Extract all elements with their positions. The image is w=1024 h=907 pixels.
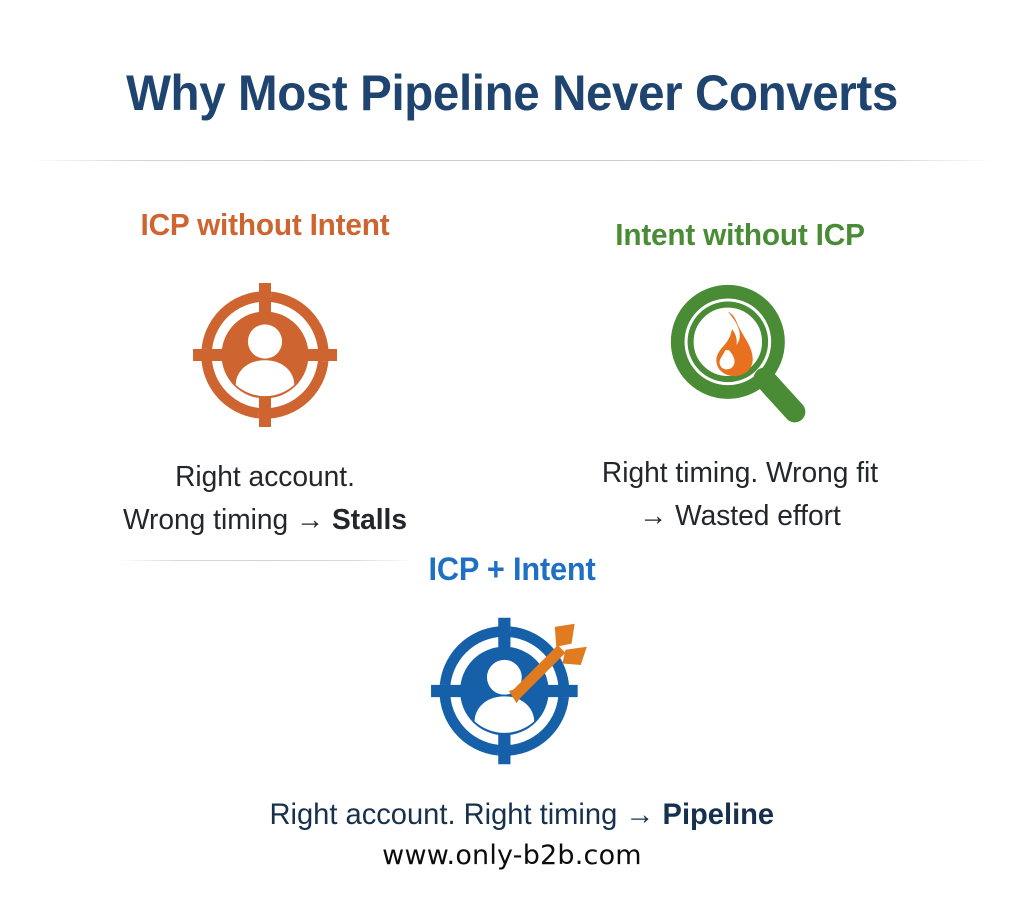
title-divider (28, 160, 996, 161)
card-title-icp-plus-intent: ICP + Intent (428, 551, 596, 587)
card-text-intent-without-icp: Right timing. Wrong fit → Wasted effort (546, 452, 934, 538)
card-divider (117, 559, 413, 561)
card-text-line2-emphasis: Pipeline (662, 798, 775, 832)
page-title: Why Most Pipeline Never Converts (126, 65, 898, 121)
target-person-icon (193, 283, 337, 428)
card-title-icp-without-intent: ICP without Intent (140, 207, 390, 242)
card-text-icp-plus-intent: Right account. Right timing → Pipeline (269, 793, 775, 837)
card-text-line1: Right timing. Wrong fit (601, 457, 879, 490)
card-text-line2-emphasis: Stalls (331, 504, 407, 536)
card-text-icp-without-intent: Right account. Wrong timing → Stalls (71, 456, 459, 542)
card-text-line1: Right account. (175, 461, 355, 494)
card-icp-plus-intent: ICP + Intent (262, 551, 775, 838)
card-text-line2-prefix: Wrong timing → (122, 504, 332, 536)
title-block: Why Most Pipeline Never Converts (0, 66, 1024, 121)
card-text-line2-prefix: → Wasted effort (639, 500, 841, 532)
card-text-line2-prefix: Right account. Right timing → (269, 798, 663, 832)
card-intent-without-icp: Intent without ICP Right timing. Wrong f… (540, 217, 940, 538)
footer-website: www.only-b2b.com (382, 840, 642, 871)
magnifier-flame-icon (670, 284, 806, 423)
card-icp-without-intent: ICP without Intent Right account. (65, 207, 465, 561)
card-title-intent-without-icp: Intent without ICP (615, 217, 865, 252)
target-person-arrow-icon (431, 617, 587, 765)
